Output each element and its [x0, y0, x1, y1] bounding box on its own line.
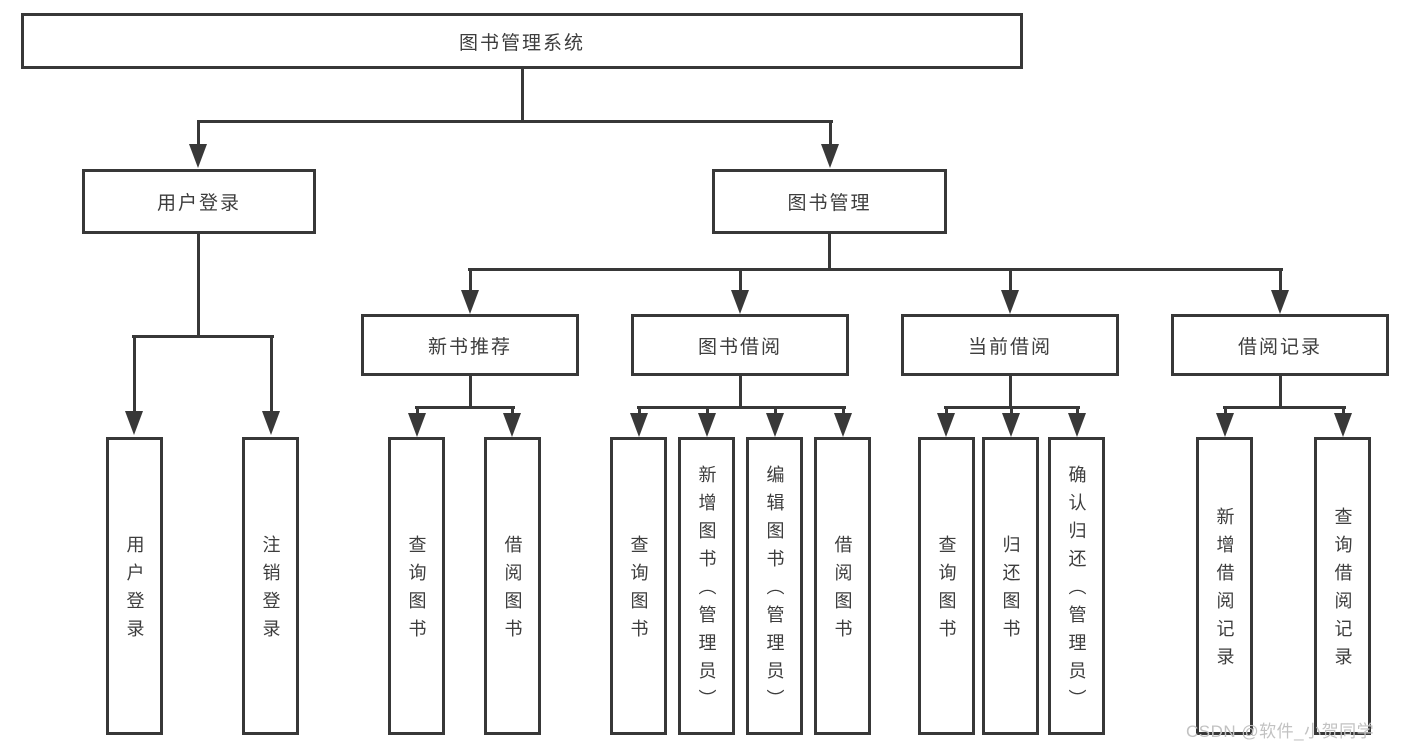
connector-vline: [738, 375, 742, 408]
connector-vline: [269, 335, 273, 413]
node-current-borrowing-label: 当前借阅: [967, 336, 1052, 358]
connector-vline: [1278, 268, 1282, 292]
leaf-user-login-label: 用户登录: [124, 535, 145, 647]
node-root: 图书管理系统: [21, 13, 1023, 69]
node-book-management: 图书管理: [712, 169, 947, 234]
watermark-text: CSDN @软件_小贺同学: [1186, 722, 1375, 741]
node-user-login-label: 用户登录: [156, 193, 241, 214]
leaf-query-books-recommend-label: 查询图书: [406, 535, 427, 647]
connector-hline: [1222, 406, 1346, 409]
node-borrow-records: 借阅记录: [1171, 314, 1389, 376]
leaf-query-books-current-label: 查询图书: [936, 535, 957, 647]
arrow-down-icon: [630, 413, 648, 437]
arrow-down-icon: [1216, 413, 1234, 437]
arrow-down-icon: [766, 413, 784, 437]
connector-vline: [738, 268, 742, 292]
connector-hline: [131, 335, 274, 338]
leaf-add-books-admin-label: 新增图书（管理员）: [696, 465, 717, 717]
leaf-logout: 注销登录: [242, 437, 299, 735]
arrow-down-icon: [503, 413, 521, 437]
leaf-borrow-books-recommend-label: 借阅图书: [502, 535, 523, 647]
connector-hline: [943, 406, 1080, 409]
connector-vline: [1009, 406, 1013, 415]
arrow-down-icon: [698, 413, 716, 437]
arrow-down-icon: [262, 411, 280, 435]
connector-vline: [132, 335, 136, 413]
connector-vline: [1223, 406, 1227, 415]
leaf-borrow-books-borrowing: 借阅图书: [814, 437, 871, 735]
leaf-query-books-borrowing-label: 查询图书: [628, 535, 649, 647]
connector-hline: [636, 406, 846, 409]
connector-vline: [1278, 375, 1282, 408]
leaf-query-borrow-record: 查询借阅记录: [1314, 437, 1371, 735]
leaf-confirm-return-admin: 确认归还（管理员）: [1048, 437, 1105, 735]
connector-hline: [196, 120, 833, 123]
connector-vline: [196, 120, 200, 146]
node-book-management-label: 图书管理: [787, 193, 872, 214]
arrow-down-icon: [461, 290, 479, 314]
connector-vline: [944, 406, 948, 415]
arrow-down-icon: [1001, 290, 1019, 314]
leaf-edit-books-admin: 编辑图书（管理员）: [746, 437, 803, 735]
connector-vline: [415, 406, 419, 415]
node-book-borrowing-label: 图书借阅: [697, 336, 782, 358]
leaf-add-borrow-record: 新增借阅记录: [1196, 437, 1253, 735]
node-new-book-recommend-label: 新书推荐: [427, 336, 512, 358]
arrow-down-icon: [731, 290, 749, 314]
leaf-borrow-books-borrowing-label: 借阅图书: [832, 535, 853, 647]
leaf-query-books-borrowing: 查询图书: [610, 437, 667, 735]
node-root-label: 图书管理系统: [458, 32, 585, 54]
arrow-down-icon: [834, 413, 852, 437]
connector-vline: [828, 120, 832, 146]
leaf-edit-books-admin-label: 编辑图书（管理员）: [764, 465, 785, 717]
connector-vline: [196, 233, 200, 338]
connector-vline: [705, 406, 709, 415]
leaf-borrow-books-recommend: 借阅图书: [484, 437, 541, 735]
connector-vline: [468, 268, 472, 292]
connector-vline: [1075, 406, 1079, 415]
node-current-borrowing: 当前借阅: [901, 314, 1119, 376]
node-book-borrowing: 图书借阅: [631, 314, 849, 376]
arrow-down-icon: [1271, 290, 1289, 314]
leaf-logout-label: 注销登录: [260, 535, 281, 647]
arrow-down-icon: [189, 144, 207, 168]
connector-vline: [1008, 268, 1012, 292]
arrow-down-icon: [1002, 413, 1020, 437]
arrow-down-icon: [937, 413, 955, 437]
leaf-add-borrow-record-label: 新增借阅记录: [1214, 507, 1235, 675]
leaf-query-books-recommend: 查询图书: [388, 437, 445, 735]
node-borrow-records-label: 借阅记录: [1237, 336, 1322, 358]
arrow-down-icon: [1334, 413, 1352, 437]
connector-hline: [414, 406, 515, 409]
arrow-down-icon: [821, 144, 839, 168]
connector-hline: [467, 268, 1283, 271]
connector-vline: [468, 375, 472, 408]
connector-vline: [773, 406, 777, 415]
leaf-query-books-current: 查询图书: [918, 437, 975, 735]
arrow-down-icon: [408, 413, 426, 437]
leaf-add-books-admin: 新增图书（管理员）: [678, 437, 735, 735]
connector-vline: [827, 233, 831, 271]
leaf-query-borrow-record-label: 查询借阅记录: [1332, 507, 1353, 675]
connector-vline: [1341, 406, 1345, 415]
leaf-return-books: 归还图书: [982, 437, 1039, 735]
connector-vline: [510, 406, 514, 415]
connector-vline: [637, 406, 641, 415]
arrow-down-icon: [125, 411, 143, 435]
arrow-down-icon: [1068, 413, 1086, 437]
leaf-user-login: 用户登录: [106, 437, 163, 735]
connector-vline: [1008, 375, 1012, 408]
node-new-book-recommend: 新书推荐: [361, 314, 579, 376]
connector-vline: [841, 406, 845, 415]
node-user-login: 用户登录: [82, 169, 316, 234]
leaf-return-books-label: 归还图书: [1000, 535, 1021, 647]
connector-vline: [520, 68, 524, 121]
leaf-confirm-return-admin-label: 确认归还（管理员）: [1066, 465, 1087, 717]
